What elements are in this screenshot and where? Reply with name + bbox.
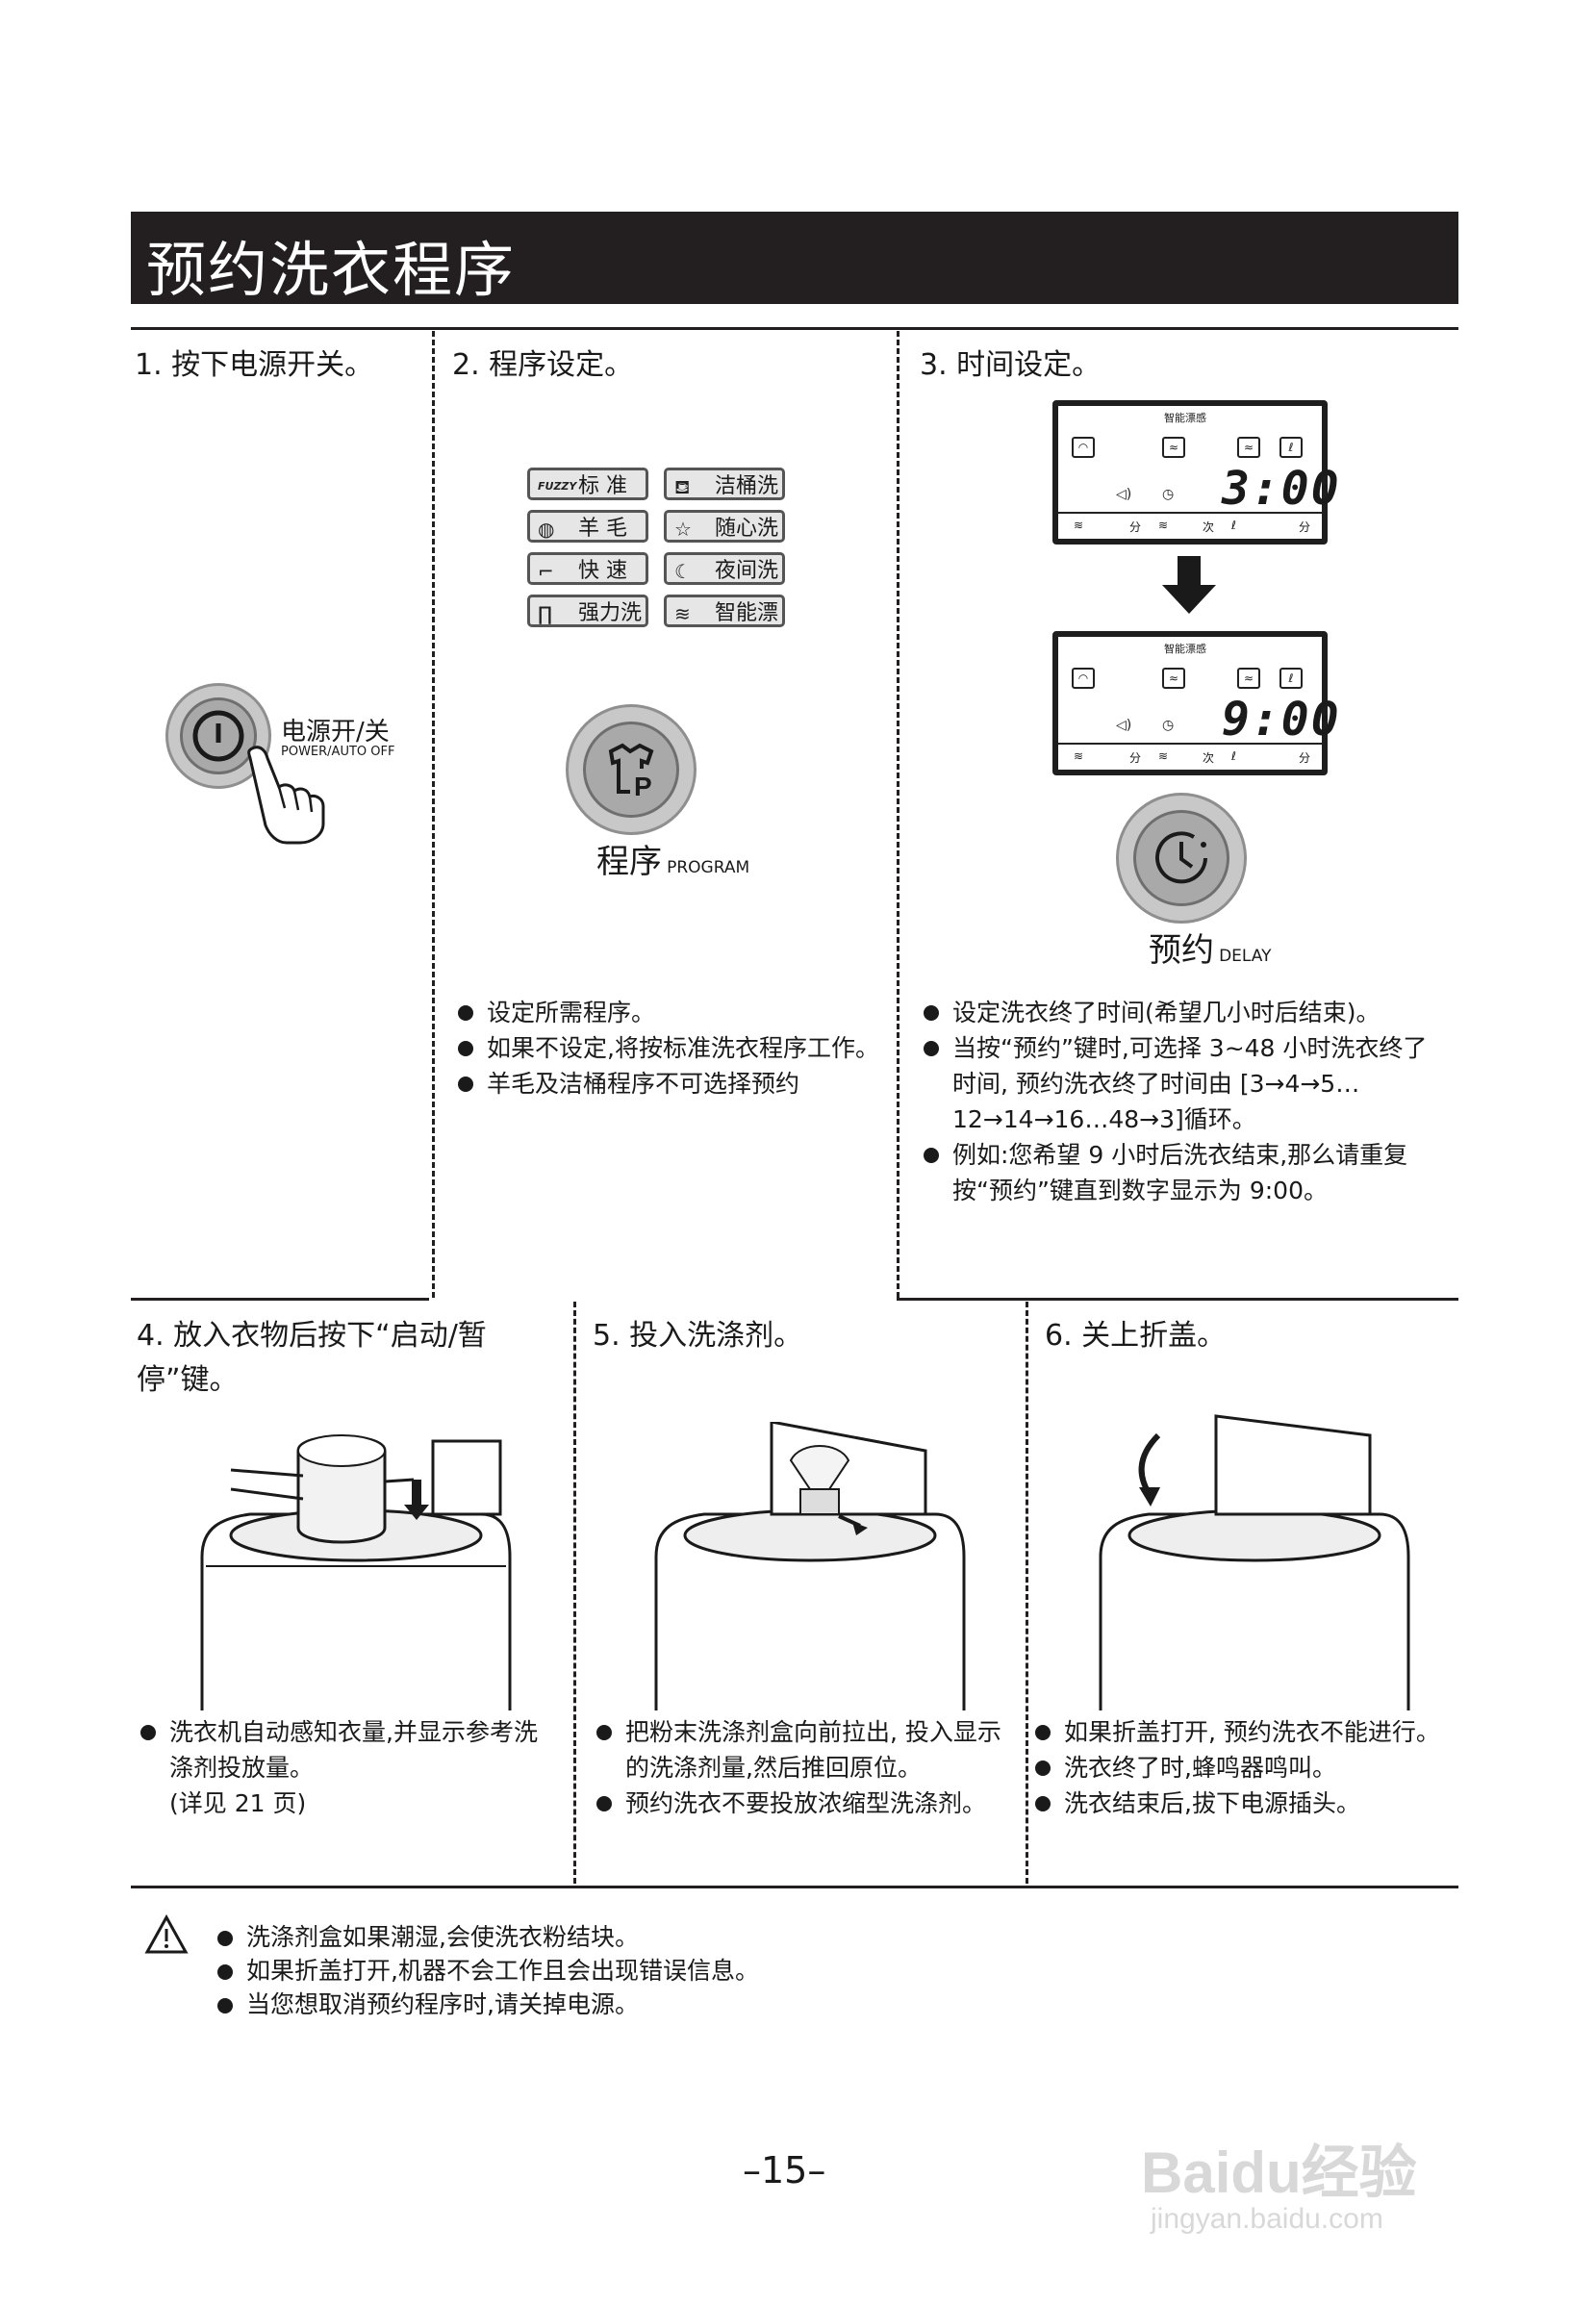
list-item: 当按“预约”键时,可选择 3~48 小时洗衣终了时间, 预约洗衣终了时间由 [3… [920, 1030, 1451, 1137]
program-button-night[interactable]: ☾ 夜间洗 [664, 552, 785, 585]
wash-icon: ≋ [1074, 519, 1084, 532]
program-button-standard[interactable]: FUZZY 标 准 [527, 468, 648, 500]
step2-bullets: 设定所需程序。 如果不设定,将按标准洗衣程序工作。 羊毛及洁桶程序不可选择预约 [454, 995, 885, 1102]
program-button-quick[interactable]: ⌐ 快 速 [527, 552, 648, 585]
warning-icon [144, 1914, 189, 1954]
spin-icon: ℓ [1279, 437, 1303, 458]
list-item: 如果不设定,将按标准洗衣程序工作。 [454, 1030, 885, 1066]
shirt-icon: ⌐ [538, 560, 554, 583]
step4-bullets: 洗衣机自动感知衣量,并显示参考洗涤剂投放量。 (详见 21 页) [137, 1714, 560, 1821]
svg-text:P: P [634, 772, 652, 801]
wash-icon: ≈ [1162, 668, 1185, 689]
power-icon [192, 710, 244, 762]
divider-col4 [573, 1302, 576, 1884]
list-item: 如果折盖打开, 预约洗衣不能进行。 [1031, 1714, 1458, 1750]
watermark-url: jingyan.baidu.com [1151, 2203, 1383, 2235]
list-item: 预约洗衣不要投放浓缩型洗涤剂。 [593, 1786, 1021, 1821]
step6-bullets: 如果折盖打开, 预约洗衣不能进行。 洗衣终了时,蜂鸣器鸣叫。 洗衣结束后,拔下电… [1031, 1714, 1458, 1821]
program-button-smart-rinse[interactable]: ≋ 智能漂 [664, 595, 785, 627]
divider-mid-left [131, 1298, 429, 1301]
arrow-down-icon [1162, 556, 1216, 614]
washer-lid-closing-illustration [1099, 1414, 1410, 1710]
list-item: 羊毛及洁桶程序不可选择预约 [454, 1066, 885, 1102]
program-button[interactable]: P [566, 704, 697, 835]
step1-heading: 1. 按下电源开关。 [135, 348, 374, 382]
washer-detergent-illustration [654, 1422, 966, 1710]
list-item: 洗衣结束后,拔下电源插头。 [1031, 1786, 1458, 1821]
rinse-icon: ≋ [1158, 519, 1169, 532]
power-label-en: POWER/AUTO OFF [281, 745, 395, 759]
delay-button[interactable] [1116, 793, 1247, 924]
wool-icon: ◍ [538, 518, 555, 541]
program-button-custom[interactable]: ☆ 随心洗 [664, 510, 785, 543]
moon-icon: ☾ [674, 560, 692, 583]
step6-heading: 6. 关上折盖。 [1045, 1319, 1227, 1353]
page-title: 预约洗衣程序 [146, 235, 517, 305]
wash-icon: ≈ [1162, 437, 1185, 458]
warning-item: 当您想取消预约程序时,请关掉电源。 [214, 1988, 1079, 2021]
program-caption: 程序 PROGRAM [596, 843, 750, 881]
drum-icon: ◠ [1072, 437, 1095, 458]
spin-icon: ℓ [1279, 668, 1303, 689]
tub-clean-icon: ⛾ [674, 475, 691, 498]
divider-col1 [432, 331, 435, 1298]
program-button-heavy[interactable]: ∏ 强力洗 [527, 595, 648, 627]
power-button[interactable] [165, 683, 271, 789]
page-number: –15– [743, 2149, 826, 2191]
warning-item: 如果折盖打开,机器不会工作且会出现错误信息。 [214, 1954, 1079, 1988]
step4-heading: 4. 放入衣物后按下“启动/暂停”键。 [137, 1319, 487, 1397]
list-item: 例如:您希望 9 小时后洗衣结束,那么请重复按“预约”键直到数字显示为 9:00… [920, 1137, 1451, 1208]
divider-col5 [1026, 1302, 1028, 1884]
divider-col2 [897, 331, 899, 1298]
step5-heading: 5. 投入洗涤剂。 [593, 1319, 803, 1353]
program-button-tub-clean[interactable]: ⛾ 洁桶洗 [664, 468, 785, 500]
list-item: 设定所需程序。 [454, 995, 885, 1030]
drum-icon: ◠ [1072, 668, 1095, 689]
warning-item: 洗涤剂盒如果潮湿,会使洗衣粉结块。 [214, 1920, 1079, 1954]
speaker-icon: ◁) [1116, 718, 1132, 733]
clock-icon [1155, 831, 1207, 884]
spin-icon: ℓ [1231, 519, 1236, 532]
lcd-digits: 3:00 [1222, 462, 1341, 516]
star-icon: ☆ [674, 518, 692, 541]
delay-caption: 预约 DELAY [1149, 931, 1272, 970]
washer-loading-illustration [200, 1434, 512, 1710]
wash-icon: ≋ [1074, 749, 1084, 763]
rinse-icon: ≈ [1237, 437, 1260, 458]
list-item: 把粉末洗涤剂盒向前拉出, 投入显示的洗涤剂量,然后推回原位。 [593, 1714, 1021, 1786]
divider-mid-right [897, 1298, 1458, 1301]
lcd-display-before: 智能漂感 ◠ ≈ ≈ ℓ ◁) ◷ 3:00 ≋ 分 ≋ 次 ℓ 分 [1052, 400, 1339, 545]
list-item: 洗衣机自动感知衣量,并显示参考洗涤剂投放量。 [137, 1714, 560, 1786]
program-p-icon: P [608, 743, 655, 801]
list-item: 洗衣终了时,蜂鸣器鸣叫。 [1031, 1750, 1458, 1786]
speaker-icon: ◁) [1116, 487, 1132, 502]
pants-icon: ∏ [538, 602, 553, 625]
step2-heading: 2. 程序设定。 [452, 348, 634, 382]
list-item: 设定洗衣终了时间(希望几小时后结束)。 [920, 995, 1451, 1030]
list-item-note: (详见 21 页) [169, 1789, 307, 1817]
fuzzy-icon: FUZZY [538, 480, 577, 493]
rinse-icon: ≋ [674, 602, 691, 625]
lcd-digits: 9:00 [1222, 693, 1341, 747]
divider-bottom [131, 1886, 1458, 1888]
warning-list: 洗涤剂盒如果潮湿,会使洗衣粉结块。 如果折盖打开,机器不会工作且会出现错误信息。… [214, 1920, 1079, 2021]
lcd-display-after: 智能漂感 ◠ ≈ ≈ ℓ ◁) ◷ 9:00 ≋ 分 ≋ 次 ℓ 分 [1052, 631, 1339, 775]
clock-icon: ◷ [1162, 718, 1175, 733]
clock-icon: ◷ [1162, 487, 1175, 502]
program-panel: FUZZY 标 准 ⛾ 洁桶洗 ◍ 羊 毛 ☆ 随心洗 ⌐ 快 速 ☾ 夜间洗 … [527, 468, 797, 637]
step3-heading: 3. 时间设定。 [920, 348, 1102, 382]
rinse-icon: ≋ [1158, 749, 1169, 763]
step3-bullets: 设定洗衣终了时间(希望几小时后结束)。 当按“预约”键时,可选择 3~48 小时… [920, 995, 1451, 1208]
pointing-hand-icon [247, 746, 325, 845]
page-title-bar: 预约洗衣程序 [131, 212, 1458, 305]
program-button-wool[interactable]: ◍ 羊 毛 [527, 510, 648, 543]
power-label-cn: 电源开/关 [281, 718, 390, 747]
watermark-logo: Baidu经验 [1141, 2140, 1417, 2205]
step5-bullets: 把粉末洗涤剂盒向前拉出, 投入显示的洗涤剂量,然后推回原位。 预约洗衣不要投放浓… [593, 1714, 1021, 1821]
rinse-icon: ≈ [1237, 668, 1260, 689]
divider-top [131, 327, 1458, 330]
spin-icon: ℓ [1231, 749, 1236, 763]
